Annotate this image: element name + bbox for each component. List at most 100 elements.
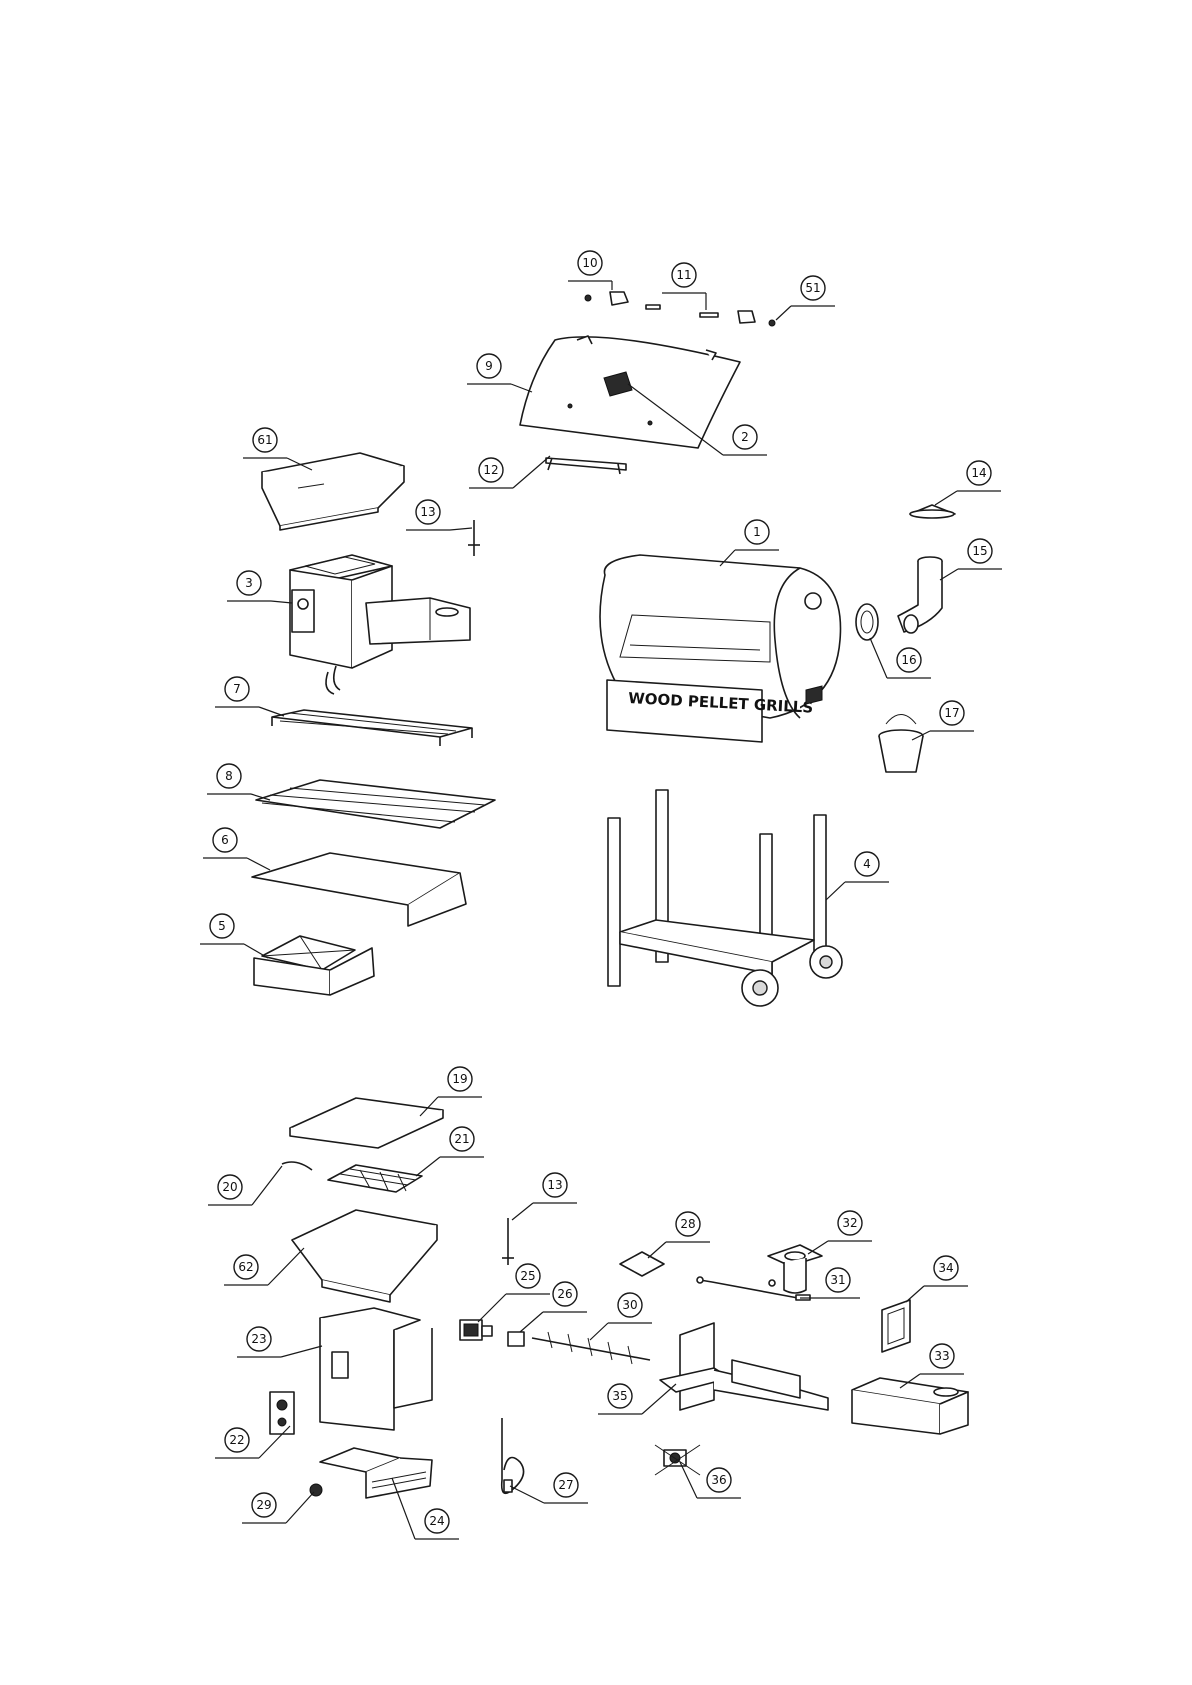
callout-number: 30 bbox=[622, 1298, 637, 1312]
probe-rod-2 bbox=[502, 1218, 514, 1265]
callout-16: 16 bbox=[870, 638, 931, 678]
firepot-gasket bbox=[882, 1300, 910, 1352]
callout-number: 32 bbox=[842, 1216, 857, 1230]
callout-number: 6 bbox=[221, 833, 229, 847]
hopper-lid bbox=[290, 1098, 443, 1148]
callout-number: 3 bbox=[245, 576, 253, 590]
callout-leader-line bbox=[467, 384, 532, 392]
probe-rod bbox=[468, 520, 480, 556]
callout-leader-line bbox=[512, 1203, 577, 1220]
callout-25: 25 bbox=[478, 1264, 550, 1322]
auger-tube-assembly bbox=[660, 1323, 828, 1410]
callout-leader-line bbox=[227, 601, 292, 603]
callout-number: 2 bbox=[741, 430, 749, 444]
hopper-body bbox=[292, 1210, 437, 1302]
callout-15: 15 bbox=[940, 539, 1002, 580]
callout-leader-line bbox=[776, 306, 835, 320]
callout-32: 32 bbox=[808, 1211, 872, 1254]
warming-rack bbox=[272, 710, 472, 746]
callout-number: 33 bbox=[934, 1349, 949, 1363]
callout-51: 51 bbox=[776, 276, 835, 320]
callout-leader-line bbox=[568, 281, 612, 290]
callout-35: 35 bbox=[598, 1384, 676, 1414]
callout-number: 29 bbox=[256, 1498, 271, 1512]
callout-number: 24 bbox=[429, 1514, 444, 1528]
callout-3: 3 bbox=[227, 571, 292, 603]
callout-10: 10 bbox=[568, 251, 612, 290]
callout-leader-line bbox=[662, 293, 706, 310]
callout-14: 14 bbox=[935, 461, 1001, 505]
callout-number: 5 bbox=[218, 919, 226, 933]
callout-1: 1 bbox=[720, 520, 779, 566]
callout-leader-line bbox=[590, 1323, 652, 1340]
callout-9: 9 bbox=[467, 354, 532, 392]
callout-12: 12 bbox=[469, 456, 550, 488]
callout-number: 51 bbox=[805, 281, 820, 295]
callout-leader-line bbox=[648, 1242, 710, 1258]
callout-23: 23 bbox=[237, 1327, 322, 1357]
callout-number: 34 bbox=[938, 1261, 953, 1275]
callout-8: 8 bbox=[207, 764, 270, 800]
callout-number: 13 bbox=[547, 1178, 562, 1192]
callout-number: 13 bbox=[420, 505, 435, 519]
auger-screw bbox=[532, 1332, 650, 1364]
callout-number: 20 bbox=[222, 1180, 237, 1194]
auger-gasket bbox=[620, 1252, 664, 1276]
callout-5: 5 bbox=[200, 914, 268, 958]
callout-33: 33 bbox=[900, 1344, 964, 1388]
callout-number: 28 bbox=[680, 1217, 695, 1231]
callout-leader-line bbox=[215, 707, 284, 716]
callout-21: 21 bbox=[416, 1127, 484, 1176]
cart-stand bbox=[608, 790, 842, 1006]
chimney-cap bbox=[910, 505, 955, 518]
callout-number: 27 bbox=[558, 1478, 573, 1492]
callout-leader-line bbox=[906, 1286, 968, 1302]
hopper-assembly bbox=[290, 555, 470, 694]
callout-leader-line bbox=[478, 1294, 550, 1322]
callout-number: 26 bbox=[557, 1287, 572, 1301]
heat-shield bbox=[852, 1378, 968, 1434]
callout-leader-line bbox=[808, 1241, 872, 1254]
callout-31: 31 bbox=[800, 1268, 860, 1298]
grease-bucket bbox=[879, 715, 923, 773]
grease-tray bbox=[252, 853, 466, 926]
control-box bbox=[320, 1308, 432, 1430]
callout-number: 14 bbox=[971, 466, 986, 480]
callout-leader-line bbox=[203, 858, 270, 870]
callout-number: 22 bbox=[229, 1433, 244, 1447]
callout-number: 8 bbox=[225, 769, 233, 783]
callout-number: 15 bbox=[972, 544, 987, 558]
callout-28: 28 bbox=[648, 1212, 710, 1258]
callout-number: 16 bbox=[901, 653, 916, 667]
hinge-strip bbox=[282, 1162, 312, 1170]
callout-20: 20 bbox=[208, 1166, 282, 1205]
callout-number: 17 bbox=[944, 706, 959, 720]
callout-leader-line bbox=[940, 569, 1002, 580]
grill-barrel: WOOD PELLET GRILLS bbox=[600, 555, 841, 742]
hopper-lid-assembly bbox=[262, 453, 404, 530]
induction-fan bbox=[655, 1445, 700, 1475]
lid-hinge-hardware bbox=[585, 292, 775, 326]
callout-number: 61 bbox=[257, 433, 272, 447]
callout-leader-line bbox=[935, 491, 1001, 505]
callout-number: 25 bbox=[520, 1269, 535, 1283]
callout-leader-line bbox=[406, 528, 472, 530]
lid-handle bbox=[546, 458, 626, 474]
callout-13: 13 bbox=[512, 1173, 577, 1220]
callout-leader-line bbox=[826, 882, 889, 900]
callout-leader-line bbox=[520, 1312, 587, 1332]
callout-4: 4 bbox=[826, 852, 889, 900]
callout-11: 11 bbox=[662, 263, 706, 310]
callout-number: 9 bbox=[485, 359, 493, 373]
callout-6: 6 bbox=[203, 828, 270, 870]
callout-7: 7 bbox=[215, 677, 284, 716]
callout-number: 21 bbox=[454, 1132, 469, 1146]
callout-number: 1 bbox=[753, 525, 761, 539]
callout-number: 10 bbox=[582, 256, 597, 270]
callout-62: 62 bbox=[224, 1248, 304, 1285]
callout-number: 7 bbox=[233, 682, 241, 696]
callout-number: 4 bbox=[863, 857, 871, 871]
callout-number: 19 bbox=[452, 1072, 467, 1086]
callout-number: 62 bbox=[238, 1260, 253, 1274]
